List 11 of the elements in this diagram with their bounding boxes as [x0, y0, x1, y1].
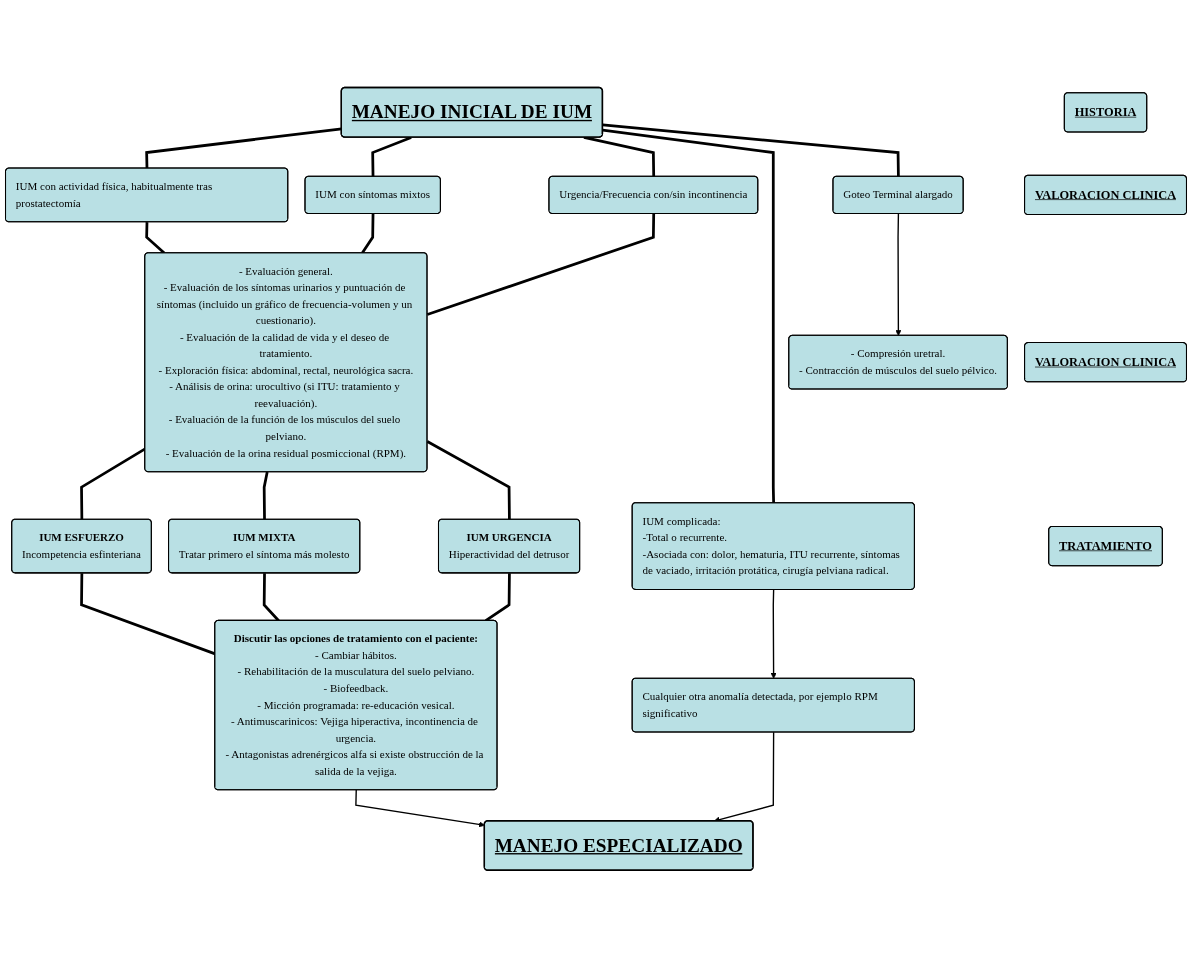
connector — [361, 213, 375, 254]
connector — [262, 471, 269, 520]
arrow — [355, 789, 485, 827]
connector — [602, 123, 900, 177]
arrow — [770, 588, 777, 679]
connector — [602, 128, 775, 503]
arrow — [895, 212, 902, 336]
connector — [371, 135, 412, 177]
connector — [145, 127, 342, 169]
connector — [583, 135, 656, 177]
connector — [145, 221, 166, 254]
